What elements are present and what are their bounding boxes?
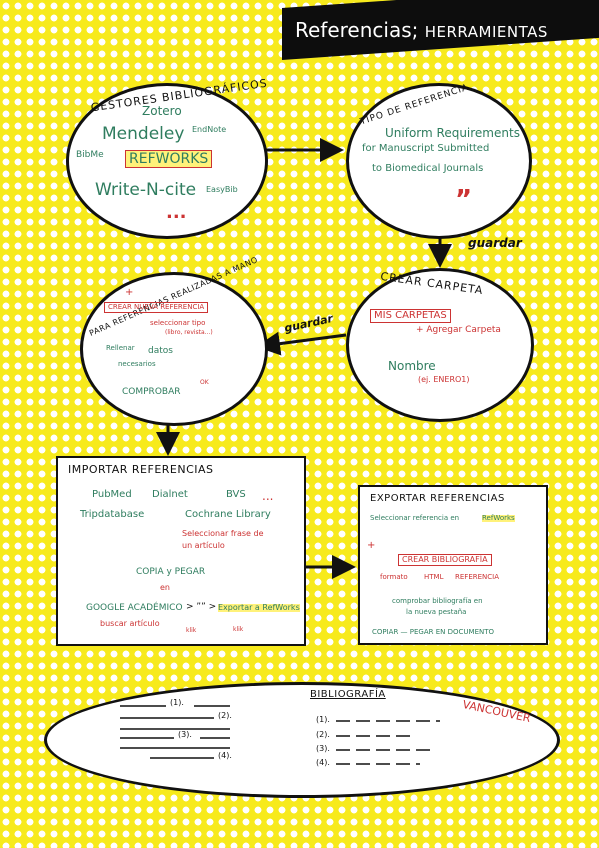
crear-carpeta-circle: [346, 268, 534, 422]
exportar-sel-1: Seleccionar referencia en: [370, 514, 460, 522]
guardar-label-1: guardar: [468, 236, 522, 250]
mano-tipo-ej: (libro, revista...): [165, 329, 213, 336]
bibliografia-ellipse: [44, 682, 560, 798]
gestor-write-n-cite: Write-N-cite: [95, 180, 197, 200]
gestor-endnote: EndNote: [192, 125, 227, 134]
mano-ok: OK: [200, 379, 209, 386]
exportar-comprobar-2: la nueva pestaña: [406, 608, 467, 616]
gestor-bibme: BibMe: [76, 150, 104, 160]
mano-necesarios: necesarios: [118, 360, 156, 368]
mis-carpetas: MIS CARPETAS: [370, 309, 451, 323]
tipo-circle: [346, 83, 532, 239]
importar-pubmed: PubMed: [92, 489, 132, 500]
gestor-mendeley: Mendeley: [102, 124, 185, 144]
nombre-ejemplo: (ej. ENERO1): [418, 375, 470, 384]
mano-datos: datos: [148, 346, 173, 356]
importar-exportar-refworks: Exportar a RefWorks: [218, 603, 300, 612]
gestor-more: ...: [166, 202, 187, 223]
bib-left-mark-3: (3).: [178, 730, 192, 739]
bib-left-mark-4: (4).: [218, 751, 232, 760]
exportar-crear: CREAR BIBLIOGRAFÍA: [398, 554, 492, 566]
tipo-line-1: Uniform Requirements: [385, 126, 520, 140]
mano-circle: [80, 272, 268, 426]
page-title: Referencias; HERRAMIENTAS: [295, 18, 548, 42]
importar-more: ...: [262, 489, 274, 503]
exportar-sel-2: RefWorks: [482, 514, 515, 522]
mano-crear: CREAR NUEVA REFERENCIA: [104, 302, 209, 313]
importar-copia: COPIA y PEGAR: [136, 567, 206, 577]
mano-seleccionar: seleccionar tipo: [150, 319, 206, 327]
importar-click-2: klik: [233, 626, 244, 633]
exportar-plus: +: [367, 540, 376, 551]
mano-rellenar: Rellenar: [106, 344, 135, 352]
importar-box: [56, 456, 306, 646]
bib-right-mark-3: (3).: [316, 744, 330, 753]
importar-flecha: > ”” >: [186, 602, 217, 612]
mano-comprobar: COMPROBAR: [122, 387, 181, 397]
nombre-label: Nombre: [388, 359, 436, 373]
bibliografia-title: BIBLIOGRAFÍA: [310, 689, 386, 700]
mano-plus: +: [125, 287, 134, 298]
gestor-zotero: Zotero: [142, 104, 182, 118]
bib-left-mark-1: (1).: [170, 698, 184, 707]
exportar-opcion-formato: formato: [380, 573, 408, 581]
bib-right-mark-4: (4).: [316, 758, 330, 767]
importar-seleccionar-2: un artículo: [182, 541, 225, 550]
importar-buscar: buscar artículo: [100, 619, 160, 628]
tipo-line-3: to Biomedical Journals: [372, 163, 484, 174]
importar-dialnet: Dialnet: [152, 489, 188, 500]
title-main: Referencias;: [295, 18, 419, 42]
exportar-opcion-html: HTML: [424, 573, 444, 581]
arrow-carpeta-to-mano: [256, 331, 347, 356]
exportar-title: EXPORTAR REFERENCIAS: [370, 493, 505, 504]
bib-left-mark-2: (2).: [218, 711, 232, 720]
agregar-carpeta: + Agregar Carpeta: [416, 325, 501, 335]
importar-click-1: klik: [186, 627, 197, 634]
tipo-quote: ”: [455, 185, 473, 215]
importar-cochrane: Cochrane Library: [185, 509, 271, 520]
importar-bvs: BVS: [226, 489, 246, 500]
bib-right-mark-1: (1).: [316, 715, 330, 724]
importar-en: en: [160, 583, 170, 592]
exportar-opcion-referencia: REFERENCIA: [455, 573, 499, 581]
importar-seleccionar-1: Seleccionar frase de: [182, 529, 264, 538]
bib-right-mark-2: (2).: [316, 730, 330, 739]
exportar-comprobar-1: comprobar bibliografía en: [392, 597, 483, 605]
tipo-line-2: for Manuscript Submitted: [362, 143, 490, 154]
gestor-refworks: REFWORKS: [125, 150, 213, 168]
importar-google: GOOGLE ACADÉMICO: [86, 603, 183, 613]
exportar-copiar: COPIAR — PEGAR EN DOCUMENTO: [372, 628, 495, 636]
importar-title: IMPORTAR REFERENCIAS: [68, 463, 214, 476]
importar-tripdatabase: Tripdatabase: [80, 509, 145, 520]
title-sub: HERRAMIENTAS: [424, 23, 548, 41]
gestor-easybib: EasyBib: [206, 185, 238, 194]
